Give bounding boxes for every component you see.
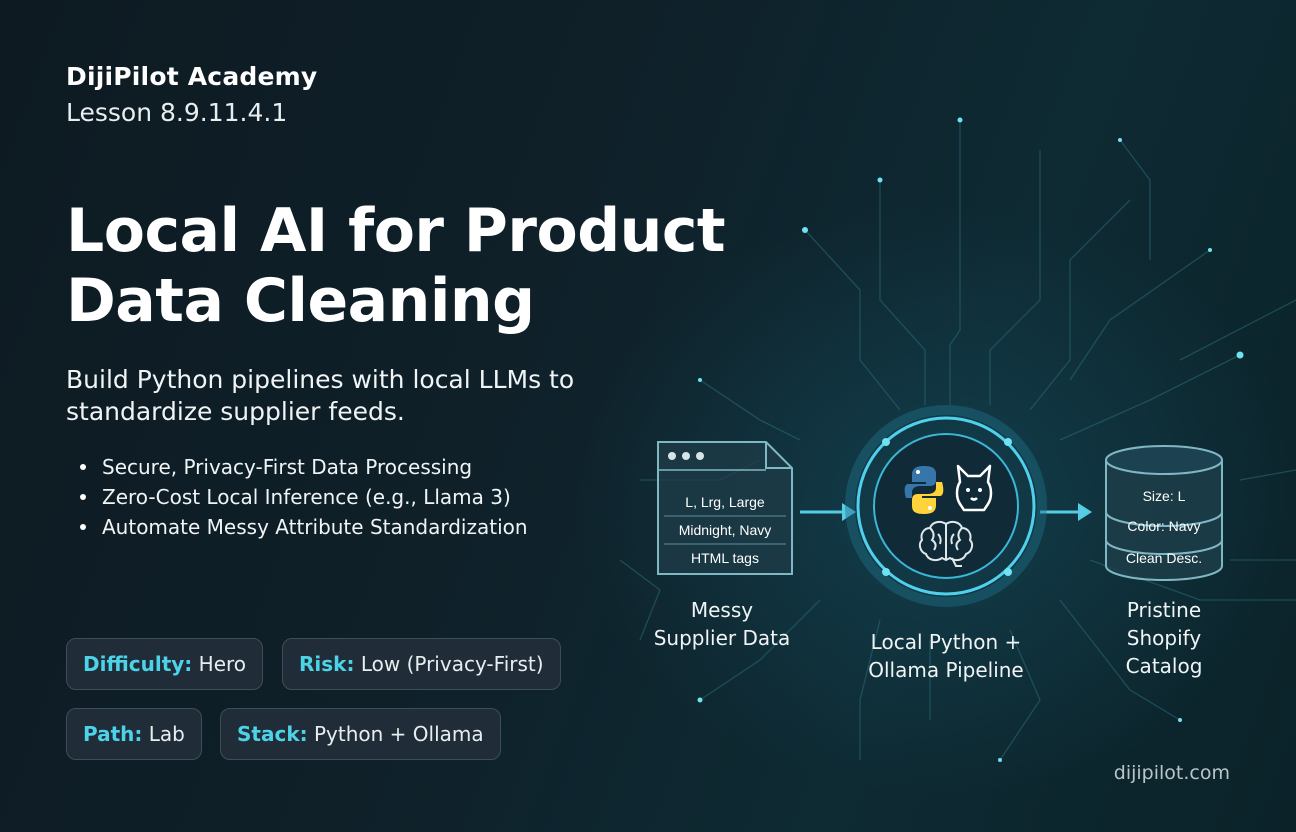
tag-path: Path: Lab (66, 708, 202, 760)
pipeline-caption: Local Python + Ollama Pipeline (846, 628, 1046, 684)
source-caption: Messy Supplier Data (622, 596, 822, 652)
llama-icon (955, 464, 993, 512)
brain-icon (918, 520, 974, 567)
title-line-2: Data Cleaning (66, 266, 535, 336)
python-logo-icon (904, 466, 944, 514)
messy-row: HTML tags (691, 550, 759, 566)
messy-row: L, Lrg, Large (685, 494, 765, 510)
pipeline-hub (845, 405, 1047, 607)
tag-value: Python + Ollama (313, 722, 484, 746)
caption-line: Catalog (1125, 654, 1203, 678)
lesson-number: Lesson 8.9.11.4.1 (66, 98, 288, 127)
feature-item: Automate Messy Attribute Standardization (76, 512, 528, 542)
footer-url: dijipilot.com (1113, 762, 1230, 784)
tag-value: Low (Privacy-First) (360, 652, 544, 676)
caption-line: Messy (690, 598, 754, 622)
brand-name: DijiPilot Academy (66, 62, 318, 91)
feature-list: Secure, Privacy-First Data Processing Ze… (76, 452, 528, 542)
feature-item: Secure, Privacy-First Data Processing (76, 452, 528, 482)
caption-line: Shopify (1126, 626, 1202, 650)
caption-line: Supplier Data (653, 626, 791, 650)
caption-line: Pristine (1126, 598, 1202, 622)
shopify-catalog-database-icon (1105, 445, 1223, 581)
tag-stack: Stack: Python + Ollama (220, 708, 501, 760)
clean-row: Color: Navy (1127, 518, 1201, 534)
tag-value: Lab (148, 722, 185, 746)
target-caption: Pristine Shopify Catalog (1064, 596, 1264, 680)
tag-key: Risk: (299, 652, 355, 676)
feature-item: Zero-Cost Local Inference (e.g., Llama 3… (76, 482, 528, 512)
messy-row: Midnight, Navy (678, 522, 772, 538)
subtitle: Build Python pipelines with local LLMs t… (66, 365, 575, 426)
messy-data-document-icon (657, 441, 793, 575)
caption-line: Local Python + (870, 630, 1022, 654)
tag-value: Hero (198, 652, 247, 676)
clean-row: Size: L (1142, 488, 1186, 504)
tag-key: Path: (83, 722, 143, 746)
caption-line: Ollama Pipeline (868, 658, 1024, 682)
tag-difficulty: Difficulty: Hero (66, 638, 264, 690)
title-line-1: Local AI for Product (66, 196, 726, 266)
clean-row: Clean Desc. (1125, 550, 1203, 566)
tag-key: Difficulty: (83, 652, 193, 676)
tag-key: Stack: (237, 722, 308, 746)
page-title: Local AI for Product Data Cleaning (66, 196, 766, 336)
tag-risk: Risk: Low (Privacy-First) (282, 638, 561, 690)
